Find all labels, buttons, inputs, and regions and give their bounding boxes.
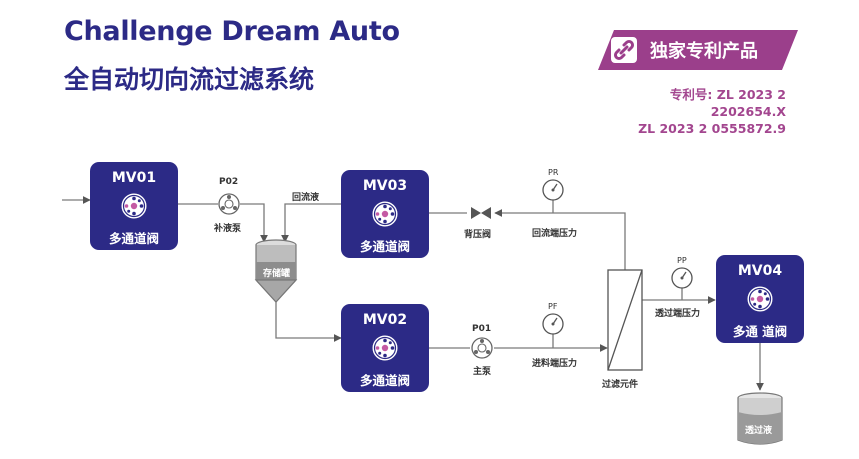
line-return-tank [281,203,341,243]
title-english: Challenge Dream Auto [64,16,400,47]
valve-mv01-name: MV01 [111,170,157,186]
valve-mv04: MV04 多通 道阀 [716,255,804,343]
multiport-valve-icon [372,335,398,361]
patent-line-1: 专利号: ZL 2023 2 2202654.X [669,87,786,119]
valve-mv02-name: MV02 [362,312,408,328]
title-chinese: 全自动切向流过滤系统 [64,65,315,94]
patent-numbers: 专利号: ZL 2023 2 2202654.X ZL 2023 2 05558… [598,86,786,137]
filter-label: 过滤元件 [602,380,639,390]
link-icon [611,37,637,63]
feed-pressure-label: 进料端压力 [532,359,578,369]
pump-p02-icon [218,193,240,215]
valve-mv02: MV02 多通道阀 [341,304,429,392]
badge-text: 独家专利产品 [650,41,758,62]
valve-mv04-name: MV04 [737,263,783,279]
return-pressure-label: 回流端压力 [532,229,578,239]
permeate-pressure-gauge-icon [671,267,693,289]
back-pressure-valve-label: 背压阀 [464,230,492,240]
filter-element-icon [607,269,643,371]
return-pressure-symbol: PR [548,168,559,177]
line-filter-backvalve [494,209,626,270]
permeate-pressure-label: 透过端压力 [655,309,701,319]
valve-mv03-label: 多通道阀 [359,239,410,254]
valve-mv03: MV03 多通道阀 [341,170,429,258]
valve-mv04-label: 多通 道阀 [732,324,788,339]
return-pressure-gauge-icon [542,179,564,201]
pump-p02-name: P02 [219,177,239,187]
storage-tank-icon [254,239,298,303]
permeate-pressure-symbol: PP [677,256,687,265]
exclusive-patent-badge: 独家专利产品 [598,30,798,70]
valve-mv02-label: 多通道阀 [359,373,410,388]
multiport-valve-icon [747,286,773,312]
valve-mv03-name: MV03 [362,178,408,194]
valve-mv01-label: 多通道阀 [108,231,159,246]
return-line-label: 回流液 [292,193,320,203]
patent-line-2: ZL 2023 2 0555872.9 [638,121,786,136]
multiport-valve-icon [121,193,147,219]
line-tank-mv02 [275,300,342,342]
line-p02-tank [240,203,268,243]
back-pressure-valve-icon [471,207,491,219]
pump-p01-icon [471,337,493,359]
pump-p02-label: 补液泵 [214,224,242,234]
multiport-valve-icon [372,201,398,227]
pump-p01-name: P01 [472,324,492,334]
permeate-tank-icon [737,392,783,445]
feed-pressure-gauge-icon [542,313,564,335]
permeate-tank-label: 透过液 [745,426,773,436]
valve-mv01: MV01 多通道阀 [90,162,178,250]
pump-p01-label: 主泵 [473,367,492,377]
tank-label: 存储罐 [263,269,291,279]
feed-pressure-symbol: PF [548,302,558,311]
